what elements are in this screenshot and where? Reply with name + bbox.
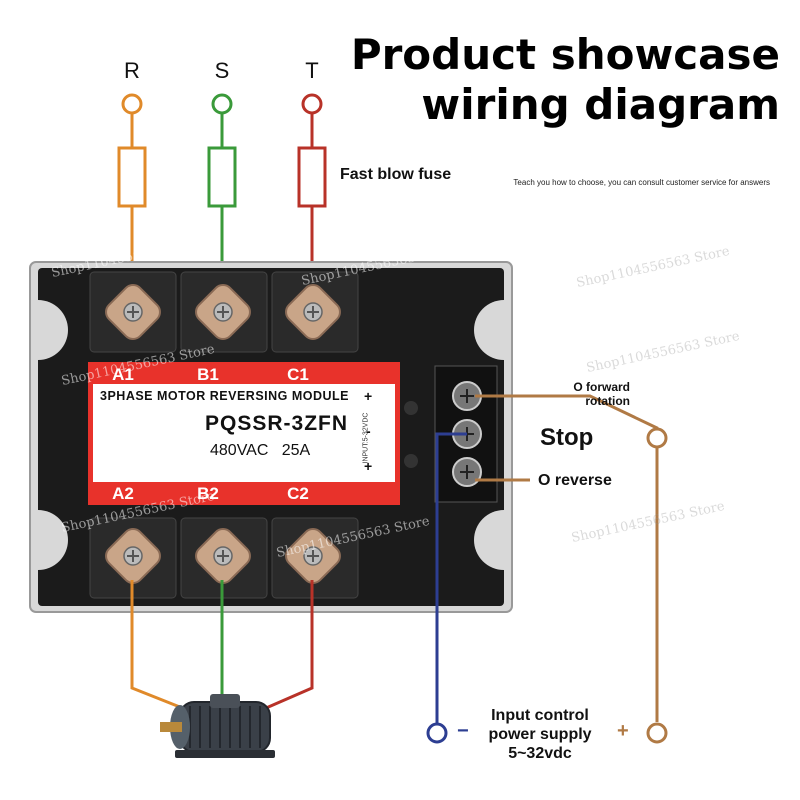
forward-label: O forward rotation — [573, 380, 630, 408]
module-voltage: 480VAC — [210, 442, 269, 459]
control-sign-2: - — [366, 423, 371, 439]
control-sign-3: + — [364, 458, 373, 474]
terminal-c1: C1 — [287, 365, 309, 384]
supply-line-1: Input control — [491, 707, 589, 724]
phase-r-wire — [117, 93, 147, 285]
terminal-a1: A1 — [112, 365, 134, 384]
supply-line-3: 5~32vdc — [508, 745, 572, 762]
phase-label-t: T — [305, 58, 319, 83]
stop-label: Stop — [540, 424, 594, 451]
module-model: PQSSR-3ZFN — [205, 412, 349, 435]
terminal-c2: C2 — [287, 484, 309, 503]
module-rating: 480VAC 25A — [210, 442, 310, 460]
supply-label: Input control power supply 5~32vdc — [455, 706, 625, 763]
phase-s-wire — [207, 93, 237, 285]
phase-label-r: R — [124, 58, 140, 83]
terminal-a2: A2 — [112, 484, 134, 503]
ssr-module — [29, 261, 513, 613]
supply-line-2: power supply — [488, 726, 592, 743]
motor-icon — [160, 694, 275, 758]
motor-wire-c2 — [249, 580, 314, 717]
fuse-label: Fast blow fuse — [340, 166, 452, 183]
phase-t-wire — [297, 93, 327, 285]
phase-label-s: S — [214, 58, 230, 83]
terminal-b2: B2 — [197, 484, 219, 503]
supply-minus: − — [457, 720, 469, 742]
control-screws — [452, 381, 482, 487]
forward-wire — [475, 394, 659, 722]
title-line-2: wiring diagram — [421, 80, 780, 129]
page-title: Product showcase wiring diagram — [340, 30, 780, 130]
terminal-b1: B1 — [197, 365, 219, 384]
supply-plus: + — [617, 720, 629, 742]
common-wire — [435, 432, 467, 732]
title-line-1: Product showcase — [350, 30, 780, 79]
module-current: 25A — [281, 442, 311, 459]
module-type-label: 3PHASE MOTOR REVERSING MODULE — [100, 389, 350, 403]
control-sign-1: + — [364, 388, 373, 404]
subnote-text: Teach you how to choose, you can consult… — [513, 178, 770, 187]
reverse-label: O reverse — [538, 472, 612, 489]
